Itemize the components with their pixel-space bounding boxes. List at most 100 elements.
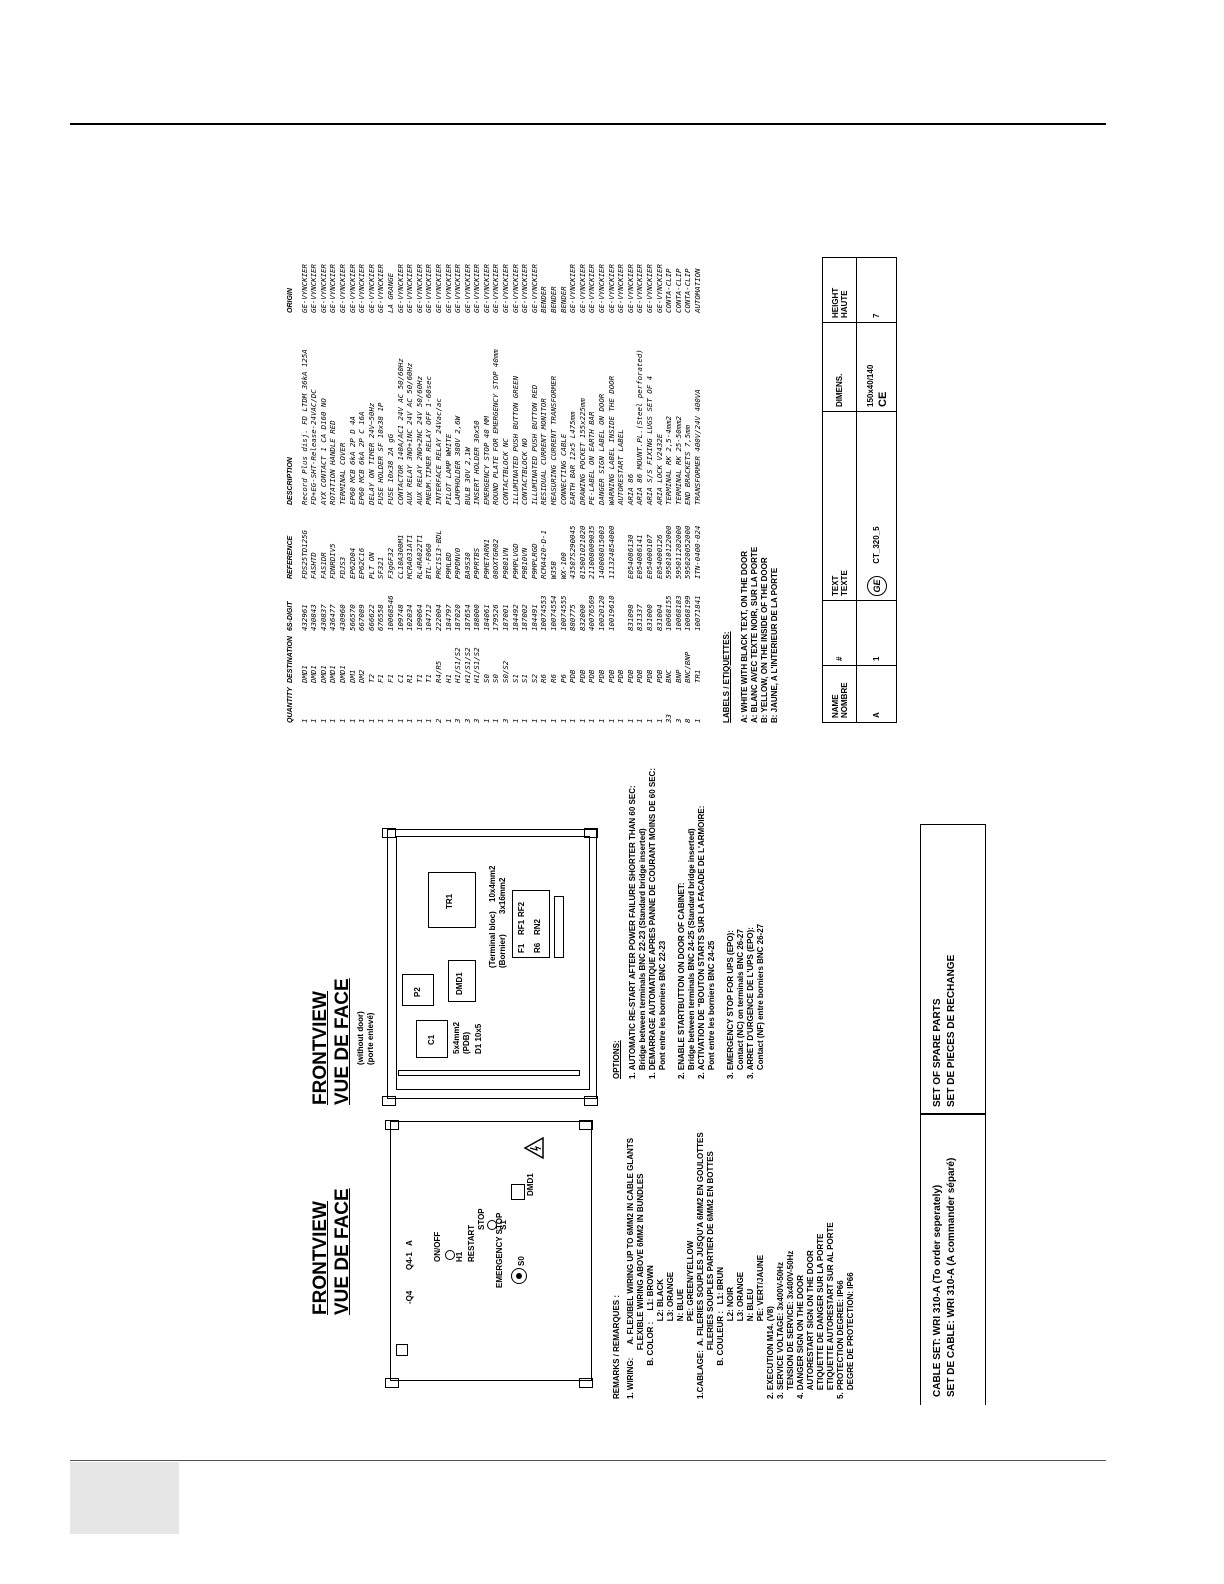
table-cell: E054000126	[654, 534, 664, 580]
table-cell: R6	[549, 674, 559, 683]
label-h1: H1	[455, 1251, 464, 1262]
table-cell: S0/S2	[501, 660, 511, 683]
table-cell: R4/R5	[433, 660, 443, 683]
table-cell: PDB	[577, 669, 587, 683]
stop-button	[487, 1220, 497, 1230]
text-line: 3. SERVICE VOLTAGE: 3x400V-50Hz	[776, 1262, 785, 1399]
table-cell: 1	[481, 718, 491, 723]
table-cell: 10068546	[385, 595, 395, 631]
table-cell: BNP	[673, 669, 683, 683]
table-cell: PLT ON	[366, 552, 376, 579]
label-stop: STOP	[477, 1208, 486, 1230]
text-line: Bridge between terminals BNC 22-23 (Stan…	[638, 828, 647, 1079]
table-cell: DMD1	[318, 665, 328, 683]
text-line: FILERIES SOUPLES PARTIER DE 6MM2 EN BOTT…	[706, 1151, 715, 1399]
table-cell: BNC	[664, 669, 674, 683]
table-cell: DELAY ON TIMER 24V~50Hz	[366, 402, 376, 505]
table-cell: 184491	[529, 604, 539, 631]
table-cell: 187654	[462, 604, 472, 631]
component-p2: P2	[402, 974, 434, 1006]
table-cell: TRANSFORMER 400V/24V 400VA	[692, 389, 702, 505]
table-cell: GE-VYNCKIER	[453, 264, 463, 313]
labels-header-name: NAME NOMBRE	[822, 665, 857, 723]
table-cell: 1	[491, 718, 501, 723]
table-cell: PDB	[606, 669, 616, 683]
text-line: 5. PROTECTION DEGREE: IP66	[836, 1280, 845, 1399]
text-line: 1. AUTOMATIC RE-START AFTER POWER FAILUR…	[628, 785, 637, 1079]
table-cell: 430837	[318, 604, 328, 631]
table-cell: P9MPLVGD	[510, 543, 520, 579]
label-10x4mm2: 10x4mm2	[488, 865, 497, 902]
table-cell: ROTATION HANDLE RED	[328, 420, 338, 505]
table-cell: PNEUM.TIMER RELAY OFF 1-60sec	[424, 375, 434, 505]
table-cell: E054086130	[625, 534, 635, 580]
cable-spare-divider	[920, 1113, 986, 1115]
table-cell: E054000107	[644, 534, 654, 580]
table-cell: DM2	[357, 669, 367, 683]
text-line: TENSION DE SERVICE: 3x400V-50Hz	[786, 1250, 795, 1399]
table-cell: 1	[366, 718, 376, 723]
table-cell: 184492	[510, 604, 520, 631]
options-block: OPTIONS: 1. AUTOMATIC RE-START AFTER POW…	[612, 768, 766, 1079]
parts-table-header: QUANTITY DESTINATION 6S-DIGIT REFERENCE …	[287, 288, 294, 723]
table-cell: DMD1	[309, 665, 319, 683]
text-line: ETIQUETTE DE DANGER SUR LA PORTE	[816, 1233, 825, 1399]
table-cell: WX-100	[558, 552, 568, 579]
text-line: 4. DANGER SIGN ON THE DOOR	[796, 1274, 805, 1399]
table-cell: BENDER	[558, 286, 568, 313]
table-cell: 188000	[472, 604, 482, 631]
text-line: AUTORESTART SIGN ON THE DOOR	[806, 1250, 815, 1399]
table-cell: CONTA-CLIP	[664, 268, 674, 314]
table-cell: 10071841	[692, 595, 702, 631]
label-a: A	[405, 1240, 414, 1246]
options-heading: OPTIONS:	[612, 1040, 621, 1079]
table-cell: 1	[395, 718, 405, 723]
text-line: PE: GREEN/YELLOW	[686, 1240, 695, 1399]
table-cell: AUX RELAY 3NO+1NC 24V AC 50/60Hz	[405, 362, 415, 505]
table-cell: 102034	[405, 604, 415, 631]
table-cell: 187020	[453, 604, 463, 631]
table-cell: 1	[385, 718, 395, 723]
text-line: B. COULEUR : L1: BRUN	[716, 1266, 725, 1399]
spare-parts-fr: SET DE PIECES DE RECHANGE	[946, 954, 957, 1107]
table-cell: 10074555	[558, 595, 568, 631]
table-cell: 880775	[568, 604, 578, 631]
table-cell: 40076569	[587, 595, 597, 631]
label-q4: -Q4	[405, 1290, 414, 1304]
table-cell: GE-VYNCKIER	[376, 264, 386, 313]
table-cell: CONTACTBLOCK NO	[520, 438, 530, 505]
table-cell: GE-VYNCKIER	[635, 264, 645, 313]
text-line: N: BLEU	[746, 1288, 755, 1399]
text-line: 3. EMERGENCY STOP FOR UPS (EPO):	[726, 930, 735, 1079]
table-cell: GE-VYNCKIER	[337, 264, 347, 313]
table-cell: EP60 MCB 6kA 2P D 4A	[347, 416, 357, 505]
table-cell: 08OXTGR02	[491, 538, 501, 579]
table-cell: GE-VYNCKIER	[299, 264, 309, 313]
label-dmd1: DMD1	[526, 1173, 535, 1196]
table-cell: SF321	[376, 556, 386, 579]
table-cell: GE-VYNCKIER	[520, 264, 530, 313]
text-line	[668, 768, 677, 1079]
right-cabinet-outline: C1 5x4mm2 (PDB) D1 10x5 DMD1 P2 TR1 F1 R…	[382, 828, 598, 1106]
table-cell: 1	[520, 718, 530, 723]
table-cell: RCMA420-D-1	[539, 530, 549, 579]
table-cell: H1/S1/S2	[462, 647, 472, 683]
table-cell: GE-VYNCKIER	[309, 264, 319, 313]
table-cell: 211008009035	[587, 525, 597, 579]
text-line: L2: NOIR	[726, 1286, 735, 1399]
table-cell: S1	[510, 674, 520, 683]
table-cell: WARNING LABEL INSIDE THE DOOR	[606, 375, 616, 505]
table-cell: S0	[491, 674, 501, 683]
